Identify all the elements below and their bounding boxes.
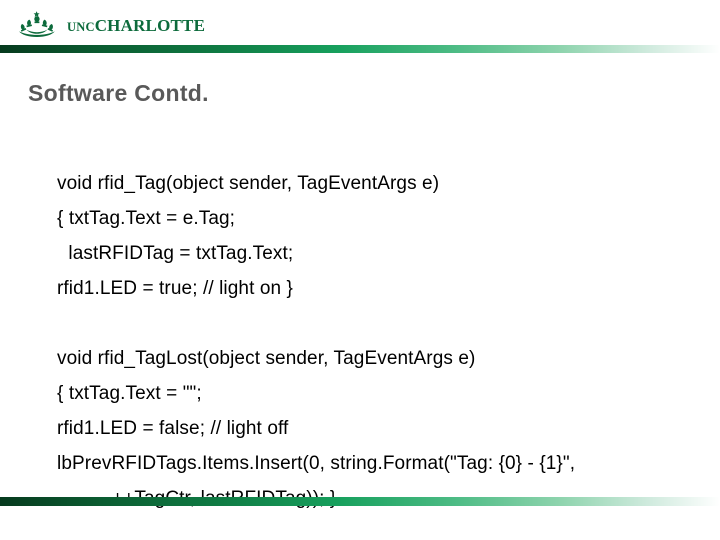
logo-wordmark-prefix: UNC	[67, 19, 95, 34]
code-line: { txtTag.Text = e.Tag;	[57, 208, 236, 229]
top-gradient-rule	[0, 45, 720, 53]
code-line: rfid1.LED = false; // light off	[57, 418, 289, 439]
code-line: void rfid_TagLost(object sender, TagEven…	[57, 348, 476, 369]
unc-charlotte-crown-logo-icon	[19, 11, 55, 37]
code-line: void rfid_Tag(object sender, TagEventArg…	[57, 173, 440, 194]
page-title: Software Contd.	[28, 80, 209, 106]
logo-wordmark: UNCCHARLOTTE	[67, 17, 205, 34]
code-line: { txtTag.Text = "";	[57, 383, 202, 404]
code-line: rfid1.LED = true; // light on }	[57, 278, 293, 299]
logo-wordmark-main: CHARLOTTE	[94, 15, 206, 35]
code-content: void rfid_Tag(object sender, TagEventArg…	[57, 166, 717, 516]
code-line: lastRFIDTag = txtTag.Text;	[63, 243, 294, 264]
unc-charlotte-logo: UNCCHARLOTTE	[14, 8, 205, 40]
paragraph-spacer	[57, 306, 717, 341]
code-line: lbPrevRFIDTags.Items.Insert(0, string.Fo…	[57, 453, 576, 474]
bottom-gradient-rule	[0, 497, 720, 506]
